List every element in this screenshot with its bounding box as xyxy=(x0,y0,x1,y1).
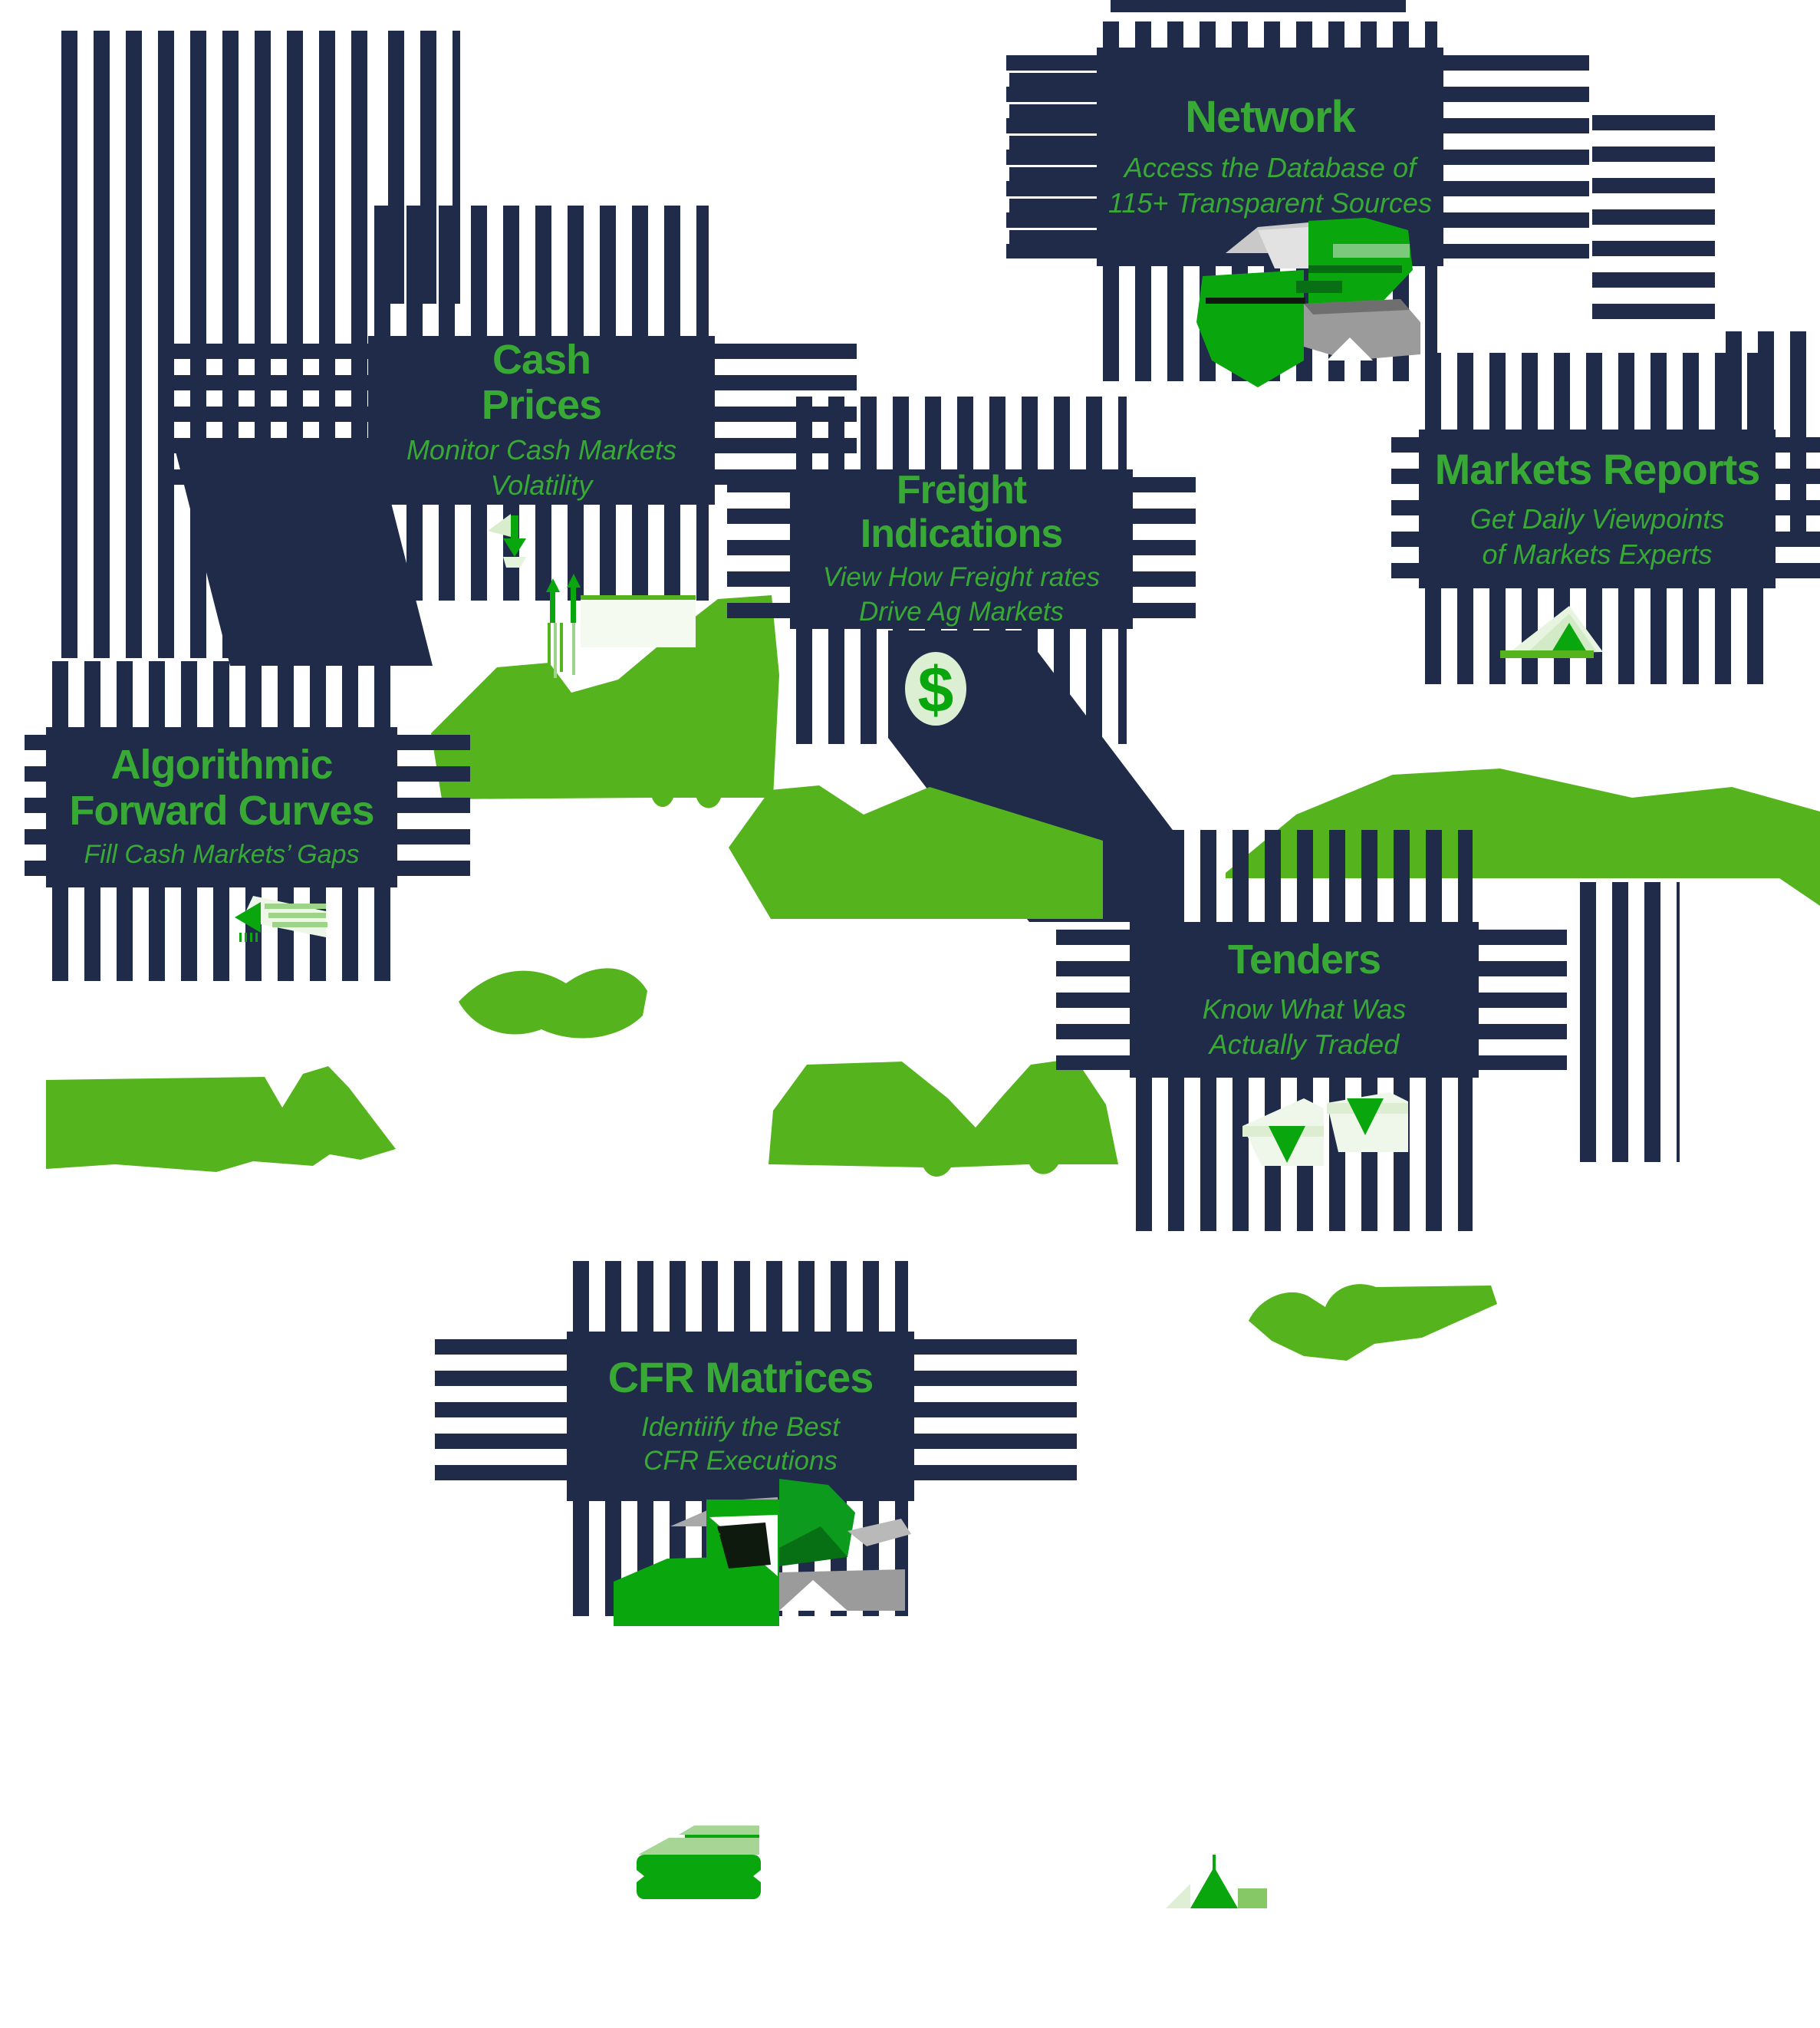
green-blob-bottom-left xyxy=(46,1066,396,1172)
card-cash-prices-subtitle: Monitor Cash Markets Volatility xyxy=(406,433,676,503)
card-teeth-right xyxy=(397,735,470,880)
card-algorithmic-forward-curves-title: Algorithmic Forward Curves xyxy=(69,742,374,834)
card-subtitle-line: View How Freight rates xyxy=(822,562,1101,593)
card-title-line: Tenders xyxy=(1227,936,1381,983)
card-teeth-right xyxy=(1443,55,1589,258)
card-network-body: Network Access the Database of 115+ Tran… xyxy=(1097,48,1443,266)
card-title-line: Cash xyxy=(492,336,591,383)
card-subtitle-line: Fill Cash Markets’ Gaps xyxy=(84,840,360,870)
card-teeth-top xyxy=(1136,830,1473,922)
card-teeth-bottom xyxy=(796,629,1127,744)
card-freight-indications: Freight Indications View How Freight rat… xyxy=(727,397,1196,744)
card-subtitle-line: of Markets Experts xyxy=(1482,538,1713,571)
card-markets-reports-title: Markets Reports xyxy=(1434,444,1761,493)
card-teeth-top xyxy=(52,661,391,727)
card-title-line: Markets Reports xyxy=(1434,444,1761,493)
card-teeth-left xyxy=(25,735,46,880)
card-freight-indications-title: Freight Indications xyxy=(860,468,1063,557)
card-tenders-subtitle: Know What Was Actually Traded xyxy=(1203,992,1406,1062)
card-cfr-matrices: CFR Matrices Identiify the Best CFR Exec… xyxy=(435,1261,1077,1616)
card-teeth-left xyxy=(1391,437,1419,581)
card-subtitle-line: 115+ Transparent Sources xyxy=(1108,187,1432,219)
green-blob-under-freight xyxy=(729,785,1103,919)
card-teeth-top xyxy=(374,206,709,336)
card-teeth-bottom xyxy=(1136,1078,1473,1231)
card-network-title: Network xyxy=(1185,91,1356,142)
card-cash-prices-body: Cash Prices Monitor Cash Markets Volatil… xyxy=(368,336,715,505)
card-subtitle-line: Get Daily Viewpoints xyxy=(1469,503,1725,535)
card-teeth-left xyxy=(727,477,790,621)
card-title-line: Freight xyxy=(896,468,1027,513)
small-up-arrow-icon xyxy=(1166,1855,1267,1908)
card-teeth-left xyxy=(435,1339,567,1493)
card-title-line: CFR Matrices xyxy=(607,1352,874,1401)
card-subtitle-line: Identiify the Best xyxy=(641,1411,840,1442)
card-title-line: Network xyxy=(1185,91,1356,142)
banknotes-icon xyxy=(637,1826,761,1899)
card-teeth-bottom xyxy=(1425,588,1769,684)
card-subtitle-line: Monitor Cash Markets xyxy=(406,434,677,466)
card-algorithmic-forward-curves-body: Algorithmic Forward Curves Fill Cash Mar… xyxy=(46,727,397,887)
card-teeth-left xyxy=(1056,930,1130,1070)
card-cfr-matrices-body: CFR Matrices Identiify the Best CFR Exec… xyxy=(567,1332,914,1501)
green-blob-under-tenders xyxy=(1249,1284,1497,1361)
card-cfr-matrices-subtitle: Identiify the Best CFR Executions xyxy=(641,1411,840,1480)
card-markets-reports-subtitle: Get Daily Viewpoints of Markets Experts xyxy=(1470,502,1725,572)
card-teeth-top xyxy=(573,1261,908,1332)
green-blob-under-algorithmic xyxy=(459,968,647,1039)
card-teeth-right xyxy=(1133,477,1196,621)
card-title-line: Indications xyxy=(860,512,1063,557)
card-subtitle-line: Know What Was xyxy=(1202,993,1407,1026)
card-freight-indications-body: Freight Indications View How Freight rat… xyxy=(790,468,1133,630)
green-blob-twin-peaks xyxy=(768,1058,1118,1177)
card-subtitle-line: Drive Ag Markets xyxy=(858,597,1065,627)
card-teeth-top xyxy=(796,397,1127,469)
card-cash-prices-title: Cash Prices xyxy=(481,336,602,429)
card-cash-prices: Cash Prices Monitor Cash Markets Volatil… xyxy=(172,206,857,601)
card-subtitle-line: Actually Traded xyxy=(1209,1029,1400,1061)
card-teeth-right xyxy=(1479,930,1567,1070)
green-blob-center-left xyxy=(431,595,779,808)
card-cfr-matrices-title: CFR Matrices xyxy=(608,1354,874,1401)
card-subtitle-line: Volatility xyxy=(490,469,593,502)
card-teeth-right xyxy=(1776,437,1820,581)
card-teeth-left xyxy=(172,344,368,497)
card-teeth-bottom xyxy=(1103,266,1437,381)
card-title-line: Algorithmic xyxy=(110,742,333,788)
card-algorithmic-forward-curves: Algorithmic Forward Curves Fill Cash Mar… xyxy=(25,661,470,981)
card-subtitle-line: Access the Database of xyxy=(1124,152,1417,184)
card-teeth-right xyxy=(914,1339,1077,1493)
stripe-block-right-of-tenders xyxy=(1580,882,1680,1162)
card-tenders-title: Tenders xyxy=(1228,937,1381,983)
card-teeth-bottom xyxy=(573,1501,908,1616)
card-teeth-top xyxy=(1103,21,1437,48)
card-markets-reports: Markets Reports Get Daily Viewpoints of … xyxy=(1391,353,1820,684)
card-tenders: Tenders Know What Was Actually Traded xyxy=(1056,830,1567,1231)
card-title-line: Prices xyxy=(481,381,602,428)
card-teeth-top xyxy=(1425,353,1769,430)
card-markets-reports-body: Markets Reports Get Daily Viewpoints of … xyxy=(1419,430,1776,588)
card-title-line: Forward Curves xyxy=(69,787,374,834)
card-freight-indications-subtitle: View How Freight rates Drive Ag Markets xyxy=(823,561,1100,630)
stripe-block-right-of-network xyxy=(1592,115,1715,328)
card-teeth-bottom xyxy=(52,887,391,981)
card-network: Network Access the Database of 115+ Tran… xyxy=(1006,21,1589,381)
card-tenders-body: Tenders Know What Was Actually Traded xyxy=(1130,922,1479,1078)
card-algorithmic-forward-curves-subtitle: Fill Cash Markets’ Gaps xyxy=(84,838,360,872)
card-subtitle-line: CFR Executions xyxy=(643,1446,838,1477)
card-teeth-left xyxy=(1006,55,1097,258)
card-teeth-bottom xyxy=(374,505,709,601)
top-bar xyxy=(1111,0,1406,12)
card-network-subtitle: Access the Database of 115+ Transparent … xyxy=(1108,150,1432,221)
